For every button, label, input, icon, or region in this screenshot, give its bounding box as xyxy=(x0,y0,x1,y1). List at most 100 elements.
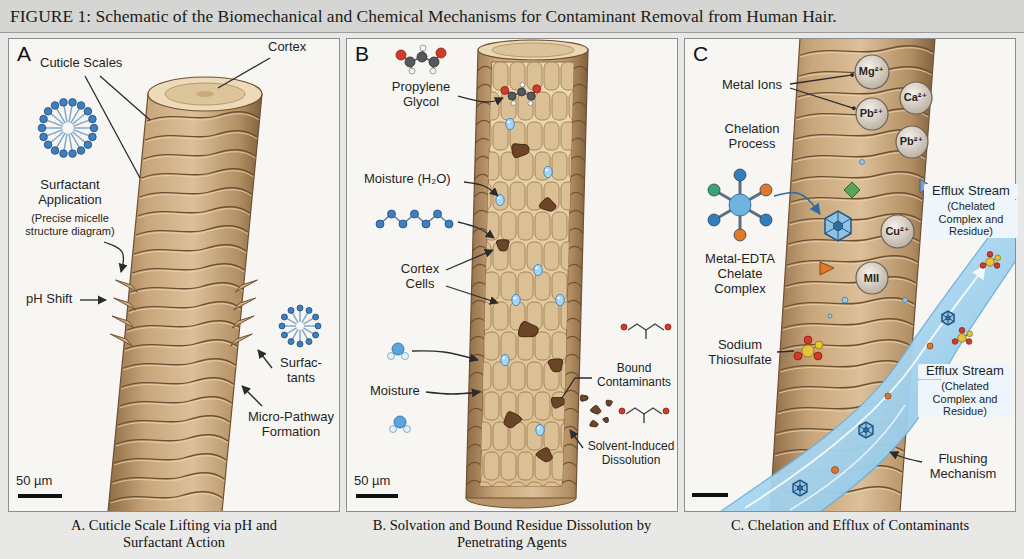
bond xyxy=(643,414,644,423)
cuticle-scale-edge xyxy=(568,282,582,287)
bond xyxy=(645,330,646,339)
surfactant-tail xyxy=(302,329,308,339)
part-label: Cuticle Scales xyxy=(40,56,122,71)
droplet-highlight xyxy=(513,297,515,299)
cortex-cell xyxy=(578,62,593,90)
panel-caption: B. Solvation and Bound Residue Dissoluti… xyxy=(362,517,662,552)
cortex-cell xyxy=(476,122,491,150)
leader-arrow xyxy=(562,378,592,398)
surfactant-tail xyxy=(69,105,72,122)
cuticle-scale-edge xyxy=(792,172,924,181)
surfactant-head xyxy=(84,107,92,115)
cortex-cell xyxy=(467,392,482,420)
edta-molecule xyxy=(708,169,772,241)
cuticle-scale-edge xyxy=(121,378,233,387)
cortex-cell xyxy=(493,302,508,330)
atom xyxy=(760,184,772,196)
cortex-cell xyxy=(518,392,533,420)
surfactant-tail xyxy=(285,325,296,326)
cortex-cell xyxy=(569,92,584,120)
bound-contaminant xyxy=(551,397,565,408)
leader-arrow xyxy=(412,351,478,360)
atom xyxy=(665,324,671,330)
atom xyxy=(860,160,865,165)
cortex-cell xyxy=(459,482,474,510)
atom xyxy=(980,263,986,269)
cuticle-scale-edge xyxy=(127,321,239,330)
cuticle-scale-edge xyxy=(134,245,246,254)
bound-contaminant xyxy=(536,448,552,462)
medulla-section xyxy=(196,91,214,97)
atom xyxy=(394,416,406,428)
atom xyxy=(802,345,814,357)
lifted-scale xyxy=(114,298,136,310)
cuticle-scale-edge xyxy=(147,112,259,121)
surfactant-head xyxy=(313,332,319,338)
particle-triangle xyxy=(820,262,834,275)
atom xyxy=(399,220,407,228)
atom xyxy=(434,210,442,218)
metal-ion: Mg²⁺ xyxy=(854,54,890,90)
cortex-cell xyxy=(578,302,593,330)
leader-arrow xyxy=(242,386,262,406)
chelate-cage xyxy=(793,480,807,496)
cuticle-scale-edge xyxy=(125,340,237,349)
cuticle-scale-edge xyxy=(471,318,485,323)
atom xyxy=(402,353,409,360)
cortex-cell xyxy=(586,332,601,360)
cortex-cell xyxy=(510,362,525,390)
title-band: FIGURE 1: Schematic of the Biomechanical… xyxy=(0,0,1024,33)
cuticle-scale-edge xyxy=(472,264,486,269)
surfactant-tail xyxy=(293,329,299,339)
skeletal-formula xyxy=(628,324,664,330)
surfactant-head xyxy=(90,124,98,132)
figure-title: FIGURE 1: Schematic of the Biomechanical… xyxy=(0,0,1024,32)
surfactant-head xyxy=(89,115,97,123)
part-label: Chelation Process xyxy=(712,122,792,152)
leader-arrow xyxy=(446,250,493,270)
cortex-cell xyxy=(535,272,550,300)
atom xyxy=(388,353,395,360)
atom xyxy=(832,467,839,474)
moisture-droplet xyxy=(556,294,564,305)
cuticle-scale-edge xyxy=(141,169,253,178)
atom xyxy=(995,255,1001,261)
panel-ground xyxy=(346,38,678,512)
leader-lines xyxy=(80,58,922,462)
atom xyxy=(422,220,430,228)
cortex-cell xyxy=(552,452,567,480)
surfactant-head xyxy=(69,150,77,158)
surfactant-tail xyxy=(46,130,62,136)
atom xyxy=(518,88,526,96)
cortex-cell xyxy=(484,332,499,360)
cortex-cell xyxy=(561,62,576,90)
cortex-cell xyxy=(459,422,474,450)
released-contaminant xyxy=(603,418,609,423)
cuticle-scale-edge xyxy=(136,226,248,235)
moisture-droplet xyxy=(512,294,520,305)
cortex-cell xyxy=(484,152,499,180)
cortex-cell xyxy=(586,392,601,420)
ion-symbol: MII xyxy=(864,272,879,284)
atom xyxy=(708,184,720,196)
cortex-cell xyxy=(569,332,584,360)
part-label: Flushing Mechanism xyxy=(918,452,1008,482)
cuticle-scale-edge xyxy=(572,138,586,143)
cortex-cell xyxy=(484,392,499,420)
atom xyxy=(966,339,972,345)
cortex-cell xyxy=(569,212,584,240)
atom xyxy=(511,101,516,106)
atom xyxy=(405,57,415,67)
atom xyxy=(520,82,525,87)
atom xyxy=(994,263,1000,269)
cuticle-scale-edge xyxy=(569,246,583,251)
lifted-scale xyxy=(230,334,252,346)
atom xyxy=(851,73,854,76)
cuticle-scale-edge xyxy=(567,318,581,323)
cortex-cell xyxy=(552,392,567,420)
surfactant-tail xyxy=(64,105,67,122)
cuticle-scale-edge xyxy=(563,462,577,467)
atom xyxy=(959,328,965,334)
surfactant-head xyxy=(84,141,92,149)
bound-contaminant xyxy=(504,412,522,428)
